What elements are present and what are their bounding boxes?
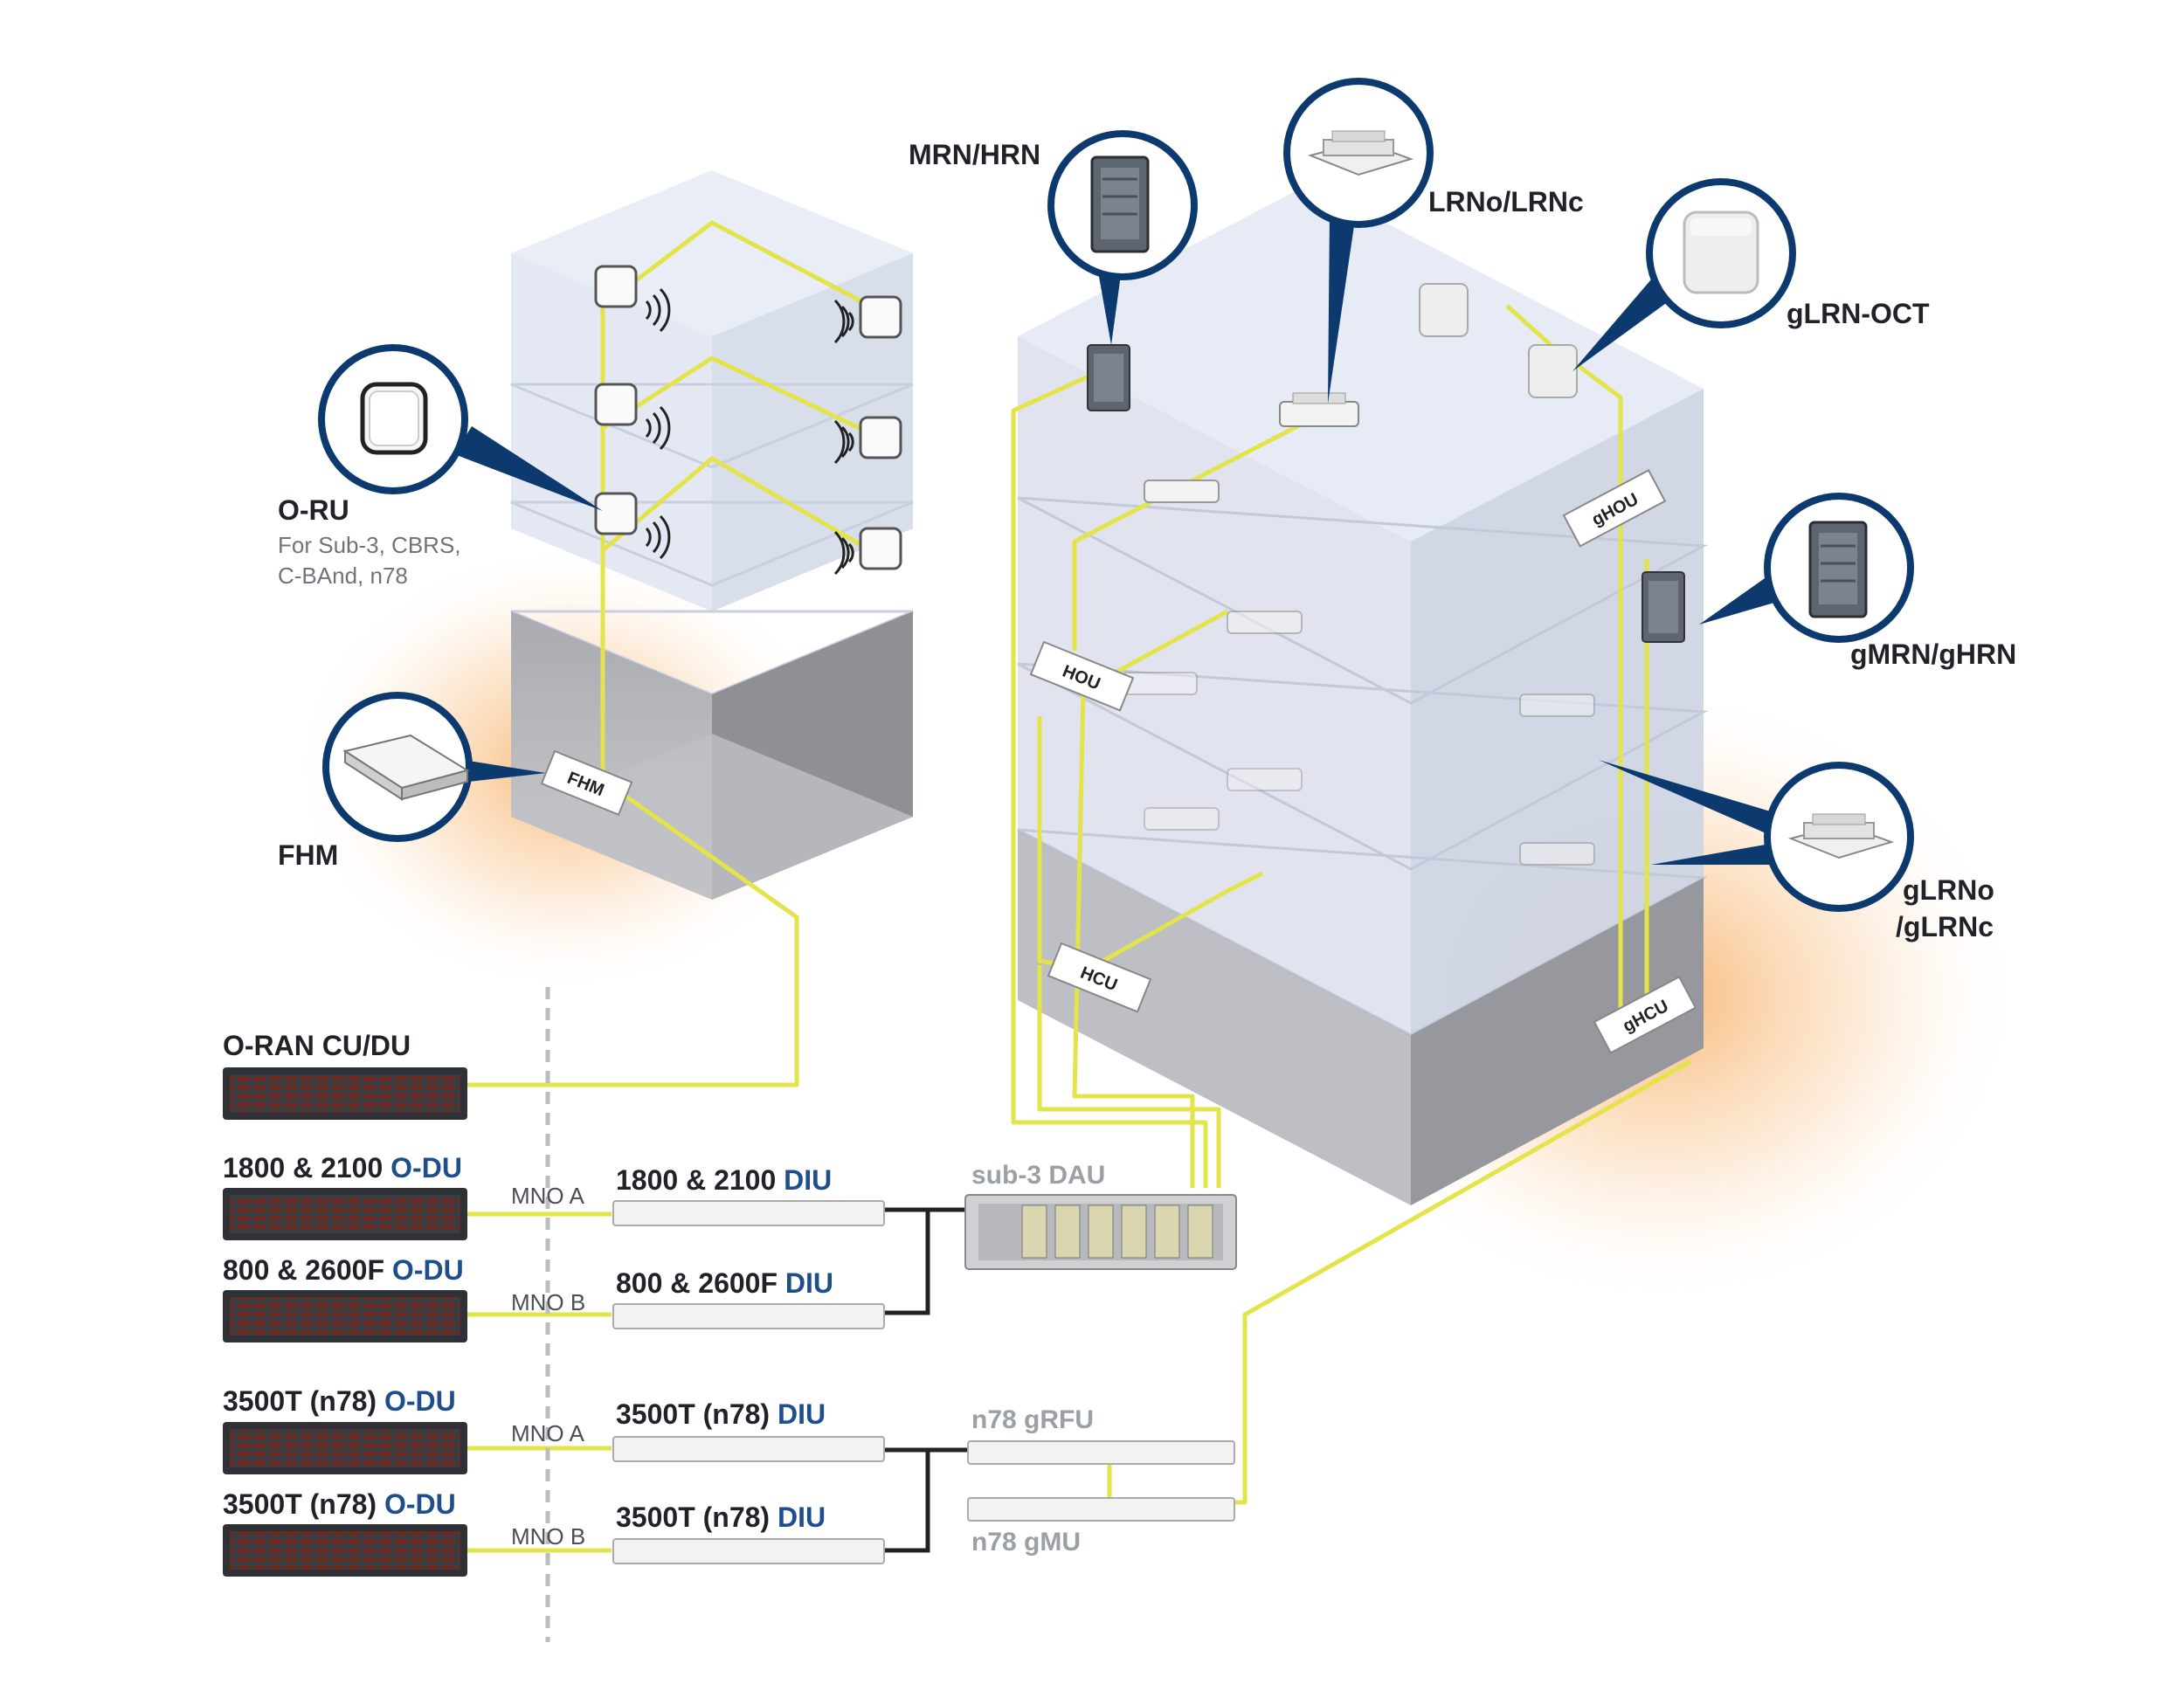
gmrn-device-icon — [1808, 521, 1868, 618]
callout-oru: O-RU For Sub-3, CBRS, C-BAnd, n78 — [278, 344, 603, 589]
callout-fhm: FHM — [278, 692, 546, 871]
lrn-ceiling-unit-4 — [1227, 768, 1303, 791]
lrn-ceiling-unit-2 — [1227, 611, 1303, 634]
oru-unit-4 — [833, 416, 902, 465]
odu-4-label: 3500T (n78) O-DU — [223, 1488, 456, 1520]
diu-3 — [612, 1436, 885, 1462]
mno-a-label-1: MNO A — [511, 1183, 584, 1209]
lrno-in-building — [1279, 392, 1359, 427]
diu-4-label: 3500T (n78) DIU — [616, 1501, 826, 1533]
sub3-dau-label: sub-3 DAU — [971, 1161, 1105, 1190]
lrn-ceiling-unit-1 — [1144, 480, 1220, 503]
odu-row-3: 3500T (n78) O-DU MNO A 3500T (n78) DIU — [223, 1385, 885, 1474]
n78-grfu: n78 gRFU — [967, 1405, 1235, 1465]
glrn-oct-device-icon — [1683, 211, 1759, 294]
lrno-device-icon — [1307, 130, 1414, 176]
odu-row-2: 800 & 2600F O-DU MNO B 800 & 2600F DIU — [223, 1254, 885, 1343]
glrno-ceiling-unit-2 — [1519, 842, 1595, 866]
glrno-device-icon — [1787, 813, 1895, 859]
oru-sub-1: For Sub-3, CBRS, — [278, 532, 461, 558]
rack-cables — [884, 1207, 970, 1553]
right-building — [1017, 183, 1709, 1205]
n78-gmu-label: n78 gMU — [971, 1528, 1081, 1556]
oru-unit-2 — [833, 295, 902, 344]
odu-3-label: 3500T (n78) O-DU — [223, 1385, 456, 1417]
glrno-ceiling-unit-1 — [1519, 694, 1595, 717]
oru-title: O-RU — [278, 494, 349, 526]
mno-a-label-2: MNO A — [511, 1420, 584, 1446]
odu-row-1: 1800 & 2100 O-DU MNO A 1800 & 2100 DIU — [223, 1152, 885, 1240]
callout-lrno: LRNo/LRNc — [1283, 78, 1584, 404]
callout-gmrn: gMRN/gHRN — [1699, 493, 2016, 670]
mno-b-label-1: MNO B — [511, 1289, 585, 1315]
lrn-ceiling-unit-5 — [1144, 807, 1220, 831]
oru-unit-6 — [833, 527, 902, 576]
gmrn-in-building — [1641, 571, 1685, 643]
mrn-device-icon — [1090, 155, 1150, 253]
hcu-box: HCU — [1047, 942, 1152, 1013]
n78-gmu: n78 gMU — [967, 1497, 1235, 1556]
oru-devices — [594, 265, 902, 576]
glrn-oct-unit-1 — [1419, 283, 1469, 337]
mrn-in-building — [1087, 344, 1130, 411]
callout-glrno: gLRNo /gLRNc — [1599, 760, 1994, 942]
mno-b-label-2: MNO B — [511, 1523, 585, 1550]
glrno-title-1: gLRNo — [1903, 874, 1994, 906]
oru-unit-1 — [594, 265, 671, 333]
glrno-title-2: /gLRNc — [1896, 911, 1994, 942]
oru-unit-5 — [594, 492, 671, 560]
hou-box: HOU — [1029, 640, 1135, 712]
diu-2 — [612, 1303, 885, 1329]
oru-unit-3 — [594, 383, 671, 451]
odu-row-4: 3500T (n78) O-DU MNO B 3500T (n78) DIU — [223, 1488, 885, 1577]
odu-2-label: 800 & 2600F O-DU — [223, 1254, 464, 1286]
odu-1-label: 1800 & 2100 O-DU — [223, 1152, 462, 1184]
diu-3-label: 3500T (n78) DIU — [616, 1398, 826, 1430]
oru-sub-2: C-BAnd, n78 — [278, 563, 408, 589]
callout-glrn-oct: gLRN-OCT — [1572, 178, 1930, 371]
sub3-dau: sub-3 DAU — [964, 1161, 1237, 1270]
oran-label: O-RAN CU/DU — [223, 1030, 411, 1061]
fhm-title: FHM — [278, 839, 338, 871]
diu-2-label: 800 & 2600F DIU — [616, 1267, 833, 1299]
lrno-title: LRNo/LRNc — [1428, 186, 1584, 217]
mrn-title: MRN/HRN — [909, 139, 1040, 170]
callout-mrn: MRN/HRN — [909, 130, 1198, 345]
oru-device-icon — [360, 382, 428, 455]
diu-1-label: 1800 & 2100 DIU — [616, 1164, 832, 1196]
gmrn-title: gMRN/gHRN — [1850, 638, 2016, 670]
oran-cu-du: O-RAN CU/DU — [223, 1030, 467, 1120]
diu-1 — [612, 1200, 885, 1226]
lrn-ceiling-unit-3 — [1122, 672, 1198, 695]
glrn-oct-unit-2 — [1528, 344, 1578, 398]
fhm-box: FHM — [540, 749, 633, 816]
glrn-oct-title: gLRN-OCT — [1787, 298, 1930, 329]
fhm-device-icon — [342, 734, 470, 801]
diu-4 — [612, 1538, 885, 1564]
ghcu-box: gHCU — [1593, 976, 1697, 1054]
n78-grfu-label: n78 gRFU — [971, 1405, 1094, 1434]
